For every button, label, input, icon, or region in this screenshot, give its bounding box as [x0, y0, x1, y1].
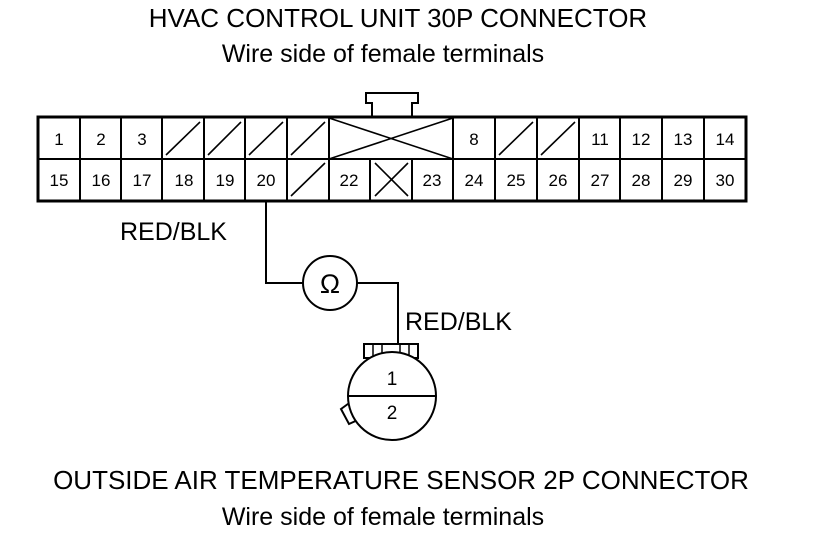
bottom-connector-subtitle: Wire side of female terminals	[222, 503, 544, 531]
pin-label: 2	[96, 130, 105, 149]
pin-label: 17	[133, 171, 152, 190]
upper-wire-label: RED/BLK	[120, 218, 227, 246]
bottom-connector-title: OUTSIDE AIR TEMPERATURE SENSOR 2P CONNEC…	[53, 465, 749, 495]
top-connector-subtitle: Wire side of female terminals	[222, 40, 544, 68]
pin-label: 20	[257, 171, 276, 190]
unused-cavity-mark	[207, 121, 242, 156]
pin-label: 12	[632, 130, 651, 149]
pin-label: 16	[92, 171, 111, 190]
pin-label: 23	[423, 171, 442, 190]
pin-label: 30	[716, 171, 735, 190]
pin-label: 13	[674, 130, 693, 149]
hvac-30p-connector	[36, 115, 748, 203]
pin-label: 19	[216, 171, 235, 190]
pin-label: 22	[340, 171, 359, 190]
pin-label: 28	[632, 171, 651, 190]
pin-label: 25	[507, 171, 526, 190]
pin-label: 24	[465, 171, 484, 190]
unused-cavity-mark	[165, 121, 201, 156]
pin-label: 11	[591, 130, 609, 149]
sensor-pin-label: 1	[387, 369, 398, 390]
sensor-pin-label: 2	[387, 403, 398, 424]
unused-cavity-mark	[540, 121, 576, 156]
row2-pin-labels: 15 16 17 18 19 20 22 23 24 25 26 27 28 2…	[50, 171, 735, 190]
pin-label: 26	[549, 171, 568, 190]
pin-label: 8	[469, 130, 478, 149]
lower-wire-label: RED/BLK	[405, 308, 512, 336]
wire-to-ohmmeter	[265, 201, 303, 284]
sensor-2p-connector	[339, 343, 437, 441]
pin-label: 18	[175, 171, 194, 190]
pin-label: 14	[716, 130, 735, 149]
ohmmeter-icon: Ω	[302, 255, 358, 311]
connector-lock-tab	[365, 92, 419, 118]
unused-cavity-mark	[290, 162, 326, 197]
unused-cavity-mark	[290, 121, 326, 156]
blocked-cavity-mark	[328, 117, 454, 160]
pin-label: 1	[54, 130, 63, 149]
ohm-symbol: Ω	[320, 269, 340, 299]
unused-cavity-mark	[248, 121, 284, 156]
pin-label: 27	[591, 171, 610, 190]
unused-cavity-mark	[498, 121, 534, 156]
row1-pin-labels: 1 2 3 8 11 12 13 14	[54, 130, 734, 149]
pin-label: 15	[50, 171, 69, 190]
pin-label: 3	[137, 130, 146, 149]
top-connector-title: HVAC CONTROL UNIT 30P CONNECTOR	[149, 3, 647, 33]
pin-label: 29	[674, 171, 693, 190]
wire-to-sensor	[357, 282, 399, 345]
blocked-cavity-mark	[374, 162, 409, 197]
